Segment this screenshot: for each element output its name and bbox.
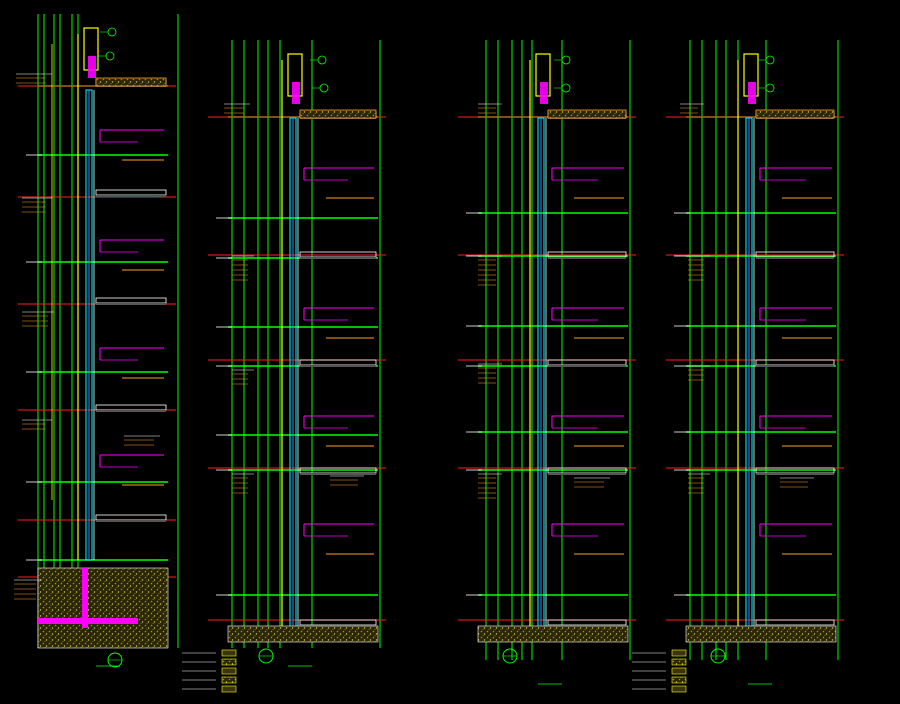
parapet-flashing (88, 56, 96, 78)
legend-swatch (221, 667, 237, 675)
slab-shade (756, 257, 834, 259)
slab-shade (300, 257, 376, 259)
slab-shade (548, 257, 626, 259)
legend-materials-1 (182, 649, 237, 693)
ground-slab (685, 625, 837, 643)
roof-slab (299, 109, 377, 119)
legend-swatch (221, 649, 237, 657)
slab-shade (548, 473, 626, 475)
ground-slab (477, 625, 629, 643)
slab-shade (96, 195, 166, 197)
roof-slab (547, 109, 627, 119)
slab-shade (96, 410, 166, 412)
legend-swatch (671, 667, 687, 675)
roof-slab (755, 109, 835, 119)
parapet-flashing (748, 82, 756, 104)
legend-swatch (671, 658, 687, 666)
legend-swatch (221, 676, 237, 684)
foundation-membrane (82, 568, 88, 628)
wall-section-s3 (458, 40, 636, 664)
legend-swatch (671, 649, 687, 657)
legend-swatch (221, 685, 237, 693)
legend-swatch (221, 658, 237, 666)
soil-fill (37, 567, 169, 649)
legend-swatch (671, 685, 687, 693)
ground-slab (227, 625, 379, 643)
footing-membrane (38, 618, 138, 624)
slab-shade (300, 365, 376, 367)
slab-shade (548, 365, 626, 367)
parapet-flashing (292, 82, 300, 104)
roof-slab (95, 77, 167, 87)
slab-shade (756, 473, 834, 475)
wall-section-s1 (14, 14, 179, 668)
slab-shade (756, 365, 834, 367)
slab-shade (300, 473, 376, 475)
wall-section-s4 (666, 40, 844, 664)
legend-swatch (671, 676, 687, 684)
parapet-flashing (540, 82, 548, 104)
legend-materials-3 (632, 649, 687, 693)
wall-section-s2 (208, 40, 386, 664)
slab-shade (96, 303, 166, 305)
slab-shade (96, 520, 166, 522)
